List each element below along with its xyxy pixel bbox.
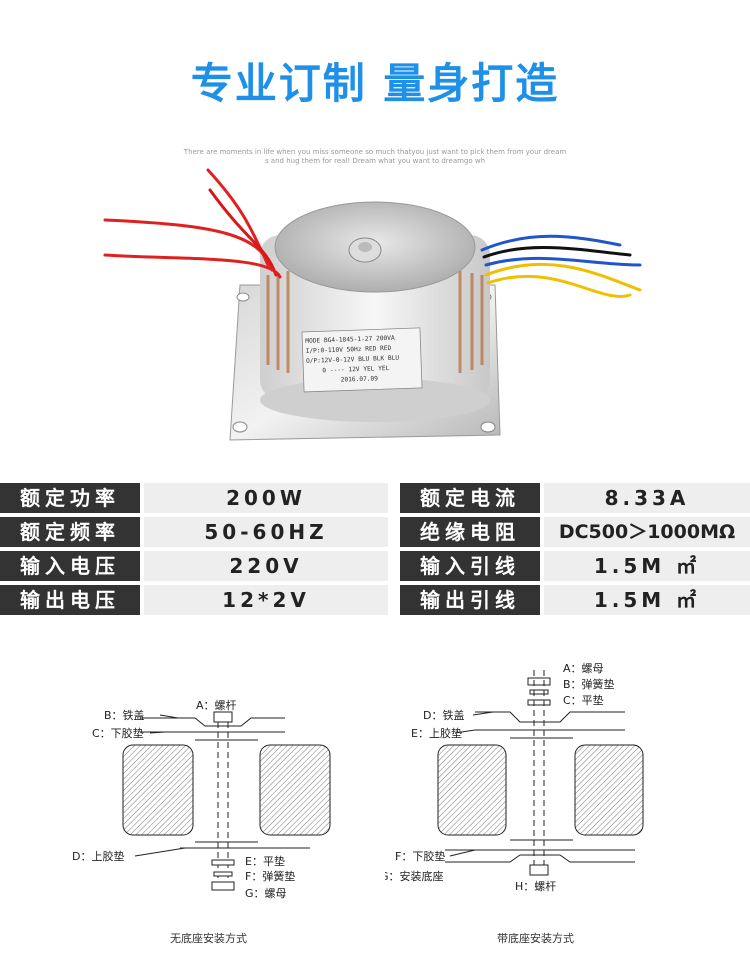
spec-label: 输出引线 bbox=[400, 585, 540, 615]
spec-value: 1.5M ㎡ bbox=[544, 551, 750, 581]
spec-label: 额定电流 bbox=[400, 483, 540, 513]
winding-right bbox=[259, 744, 331, 836]
spec-value: 200W bbox=[144, 483, 388, 513]
subtitle-line: There are moments in life when you miss … bbox=[183, 148, 567, 156]
product-label-line: 2016.07.09 bbox=[341, 375, 379, 383]
iron-cover bbox=[140, 717, 285, 727]
caption-without-base: 无底座安装方式 bbox=[170, 932, 247, 945]
label-iron-cover: D：铁盖 bbox=[423, 708, 464, 722]
label-bolt: A：螺杆 bbox=[196, 698, 237, 712]
spec-label: 额定频率 bbox=[0, 517, 140, 547]
spec-row: 额定功率 200W 额定电流 8.33A bbox=[0, 483, 750, 513]
label-lower-gasket: C：下胶垫 bbox=[92, 726, 144, 740]
label-spring-washer: F：弹簧垫 bbox=[245, 869, 295, 883]
caption-with-base: 带底座安装方式 bbox=[497, 932, 574, 945]
subtitle-line: s and hug them for real! Dream what you … bbox=[264, 157, 486, 165]
spec-row: 输出电压 12*2V 输出引线 1.5M ㎡ bbox=[0, 585, 750, 615]
product-label-line: MODE BG4-1845-1-27 200VA bbox=[305, 335, 395, 345]
spec-label: 额定功率 bbox=[0, 483, 140, 513]
label-upper-gasket: D：上胶垫 bbox=[72, 849, 124, 863]
spec-label: 输入电压 bbox=[0, 551, 140, 581]
label-upper-gasket: E：上胶垫 bbox=[411, 726, 462, 740]
subtitle: There are moments in life when you miss … bbox=[0, 148, 750, 166]
label-lower-gasket: F：下胶垫 bbox=[395, 849, 445, 863]
label-flat-washer: E：平垫 bbox=[245, 854, 285, 868]
spec-value: 50-60HZ bbox=[144, 517, 388, 547]
diagram-with-base: A：螺母 B：弹簧垫 C：平垫 D：铁盖 E：上胶垫 F：下胶垫 G：安装底座 … bbox=[380, 650, 685, 904]
spec-value: 220V bbox=[144, 551, 388, 581]
product-label-line: 0 ---- 12V YEL YEL bbox=[322, 365, 390, 374]
product-label-line: I/P:0-110V 50Hz RED RED bbox=[306, 345, 392, 355]
label-flat-washer: C：平垫 bbox=[563, 693, 604, 707]
spec-value: 12*2V bbox=[144, 585, 388, 615]
spec-value: 8.33A bbox=[544, 483, 750, 513]
spec-label: 输入引线 bbox=[400, 551, 540, 581]
diagram-without-base: A：螺杆 B：铁盖 C：下胶垫 D：上胶垫 E：平垫 F：弹簧垫 G：螺母 bbox=[60, 650, 350, 904]
label-bolt: H：螺杆 bbox=[515, 879, 556, 893]
label-iron-cover: B：铁盖 bbox=[104, 708, 145, 722]
spec-row: 输入电压 220V 输入引线 1.5M ㎡ bbox=[0, 551, 750, 581]
spec-value: 1.5M ㎡ bbox=[544, 585, 750, 615]
spec-value: DC500＞1000MΩ bbox=[544, 517, 750, 547]
label-spring-washer: B：弹簧垫 bbox=[563, 677, 615, 691]
spec-label: 输出电压 bbox=[0, 585, 140, 615]
page-title: 专业订制 量身打造 bbox=[190, 59, 560, 108]
spec-row: 额定频率 50-60HZ 绝缘电阻 DC500＞1000MΩ bbox=[0, 517, 750, 547]
product-label-line: O/P:12V-0-12V BLU BLK BLU bbox=[306, 355, 400, 365]
bolt-head bbox=[213, 711, 233, 723]
label-mount-base: G：安装底座 bbox=[385, 869, 444, 883]
spec-label: 绝缘电阻 bbox=[400, 517, 540, 547]
label-nut: G：螺母 bbox=[245, 887, 287, 900]
toroidal-transformer-image: MODE BG4-1845-1-27 200VA I/P:0-110V 50Hz… bbox=[103, 168, 642, 441]
winding-left bbox=[122, 744, 194, 836]
label-nut: A：螺母 bbox=[563, 662, 604, 675]
